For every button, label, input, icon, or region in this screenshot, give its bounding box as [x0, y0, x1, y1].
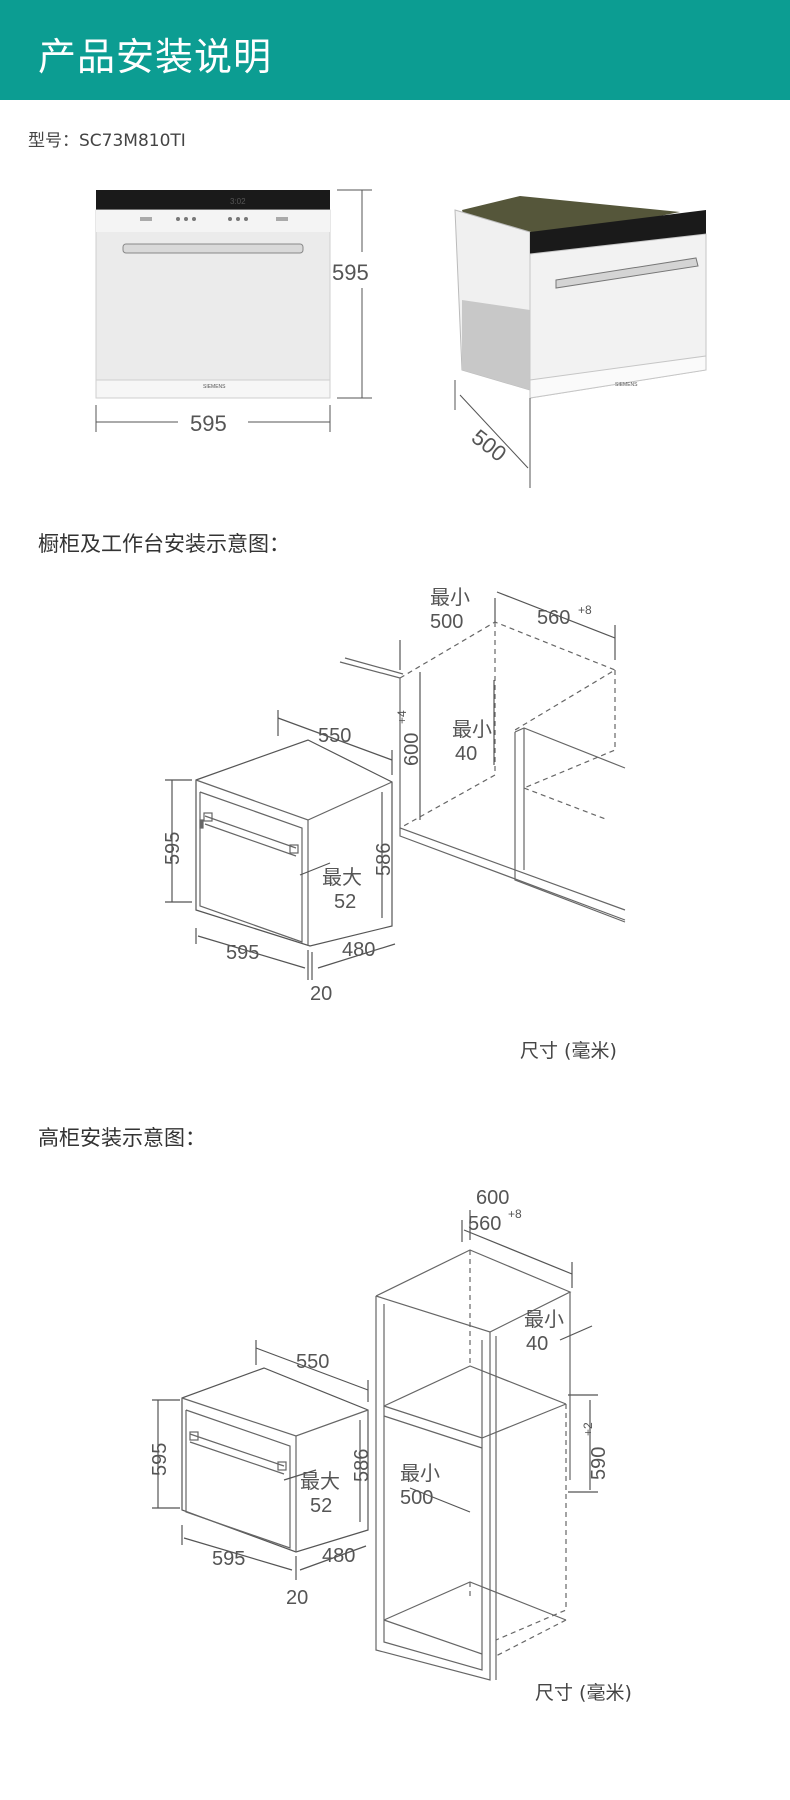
label-niche-height-tolerance-2: +2: [581, 1422, 595, 1436]
label-min-40-title-2: 最小: [524, 1308, 564, 1331]
unit-label-tall-cabinet: 尺寸 (毫米): [535, 1682, 632, 1704]
label-niche-width-tolerance: +8: [578, 603, 592, 617]
label-min-40-title: 最小: [452, 718, 492, 741]
product-views: 3:02 SIEMENS 595 595 SIEMENS: [95, 189, 707, 488]
label-min-500-title-2: 最小: [400, 1462, 440, 1485]
label-min-500-title: 最小: [430, 586, 470, 609]
tall-cabinet-install-diagram: 600 560 +8 最小 40 590 +2 550 595 586 最大 5…: [149, 1187, 610, 1681]
label-front-thickness: 20: [310, 983, 332, 1005]
label-max-52-value: 52: [334, 891, 356, 913]
model-label: 型号：SC73M810TI: [28, 131, 186, 151]
label-niche-height-tolerance: +4: [395, 710, 409, 724]
label-oven-body-depth-2: 480: [322, 1545, 355, 1567]
label-niche-width-2: 560: [468, 1213, 501, 1235]
label-min-500-value-2: 500: [400, 1487, 433, 1509]
front-width-label: 595: [190, 411, 227, 436]
brand-logo: SIEMENS: [203, 384, 226, 390]
label-cabinet-width: 600: [476, 1187, 509, 1209]
label-oven-depth-2: 550: [296, 1351, 329, 1373]
label-min-500-value: 500: [430, 611, 463, 633]
label-max-52-title: 最大: [322, 866, 362, 889]
label-oven-width: 595: [226, 942, 259, 964]
front-height-label: 595: [332, 260, 369, 285]
label-niche-width-tolerance-2: +8: [508, 1207, 522, 1221]
label-front-thickness-2: 20: [286, 1587, 308, 1609]
brand-logo-perspective: SIEMENS: [615, 382, 638, 388]
header-bar: 产品安装说明: [0, 0, 790, 100]
label-oven-inner-height-2: 586: [351, 1449, 373, 1482]
display-readout: 3:02: [230, 197, 246, 206]
front-view-dishwasher: 3:02 SIEMENS: [95, 190, 331, 399]
front-dimension-lines: [95, 189, 372, 432]
label-niche-height-2: 590: [588, 1447, 610, 1480]
label-oven-depth: 550: [318, 725, 351, 747]
label-min-40-value-2: 40: [526, 1333, 548, 1355]
perspective-view-dishwasher: SIEMENS: [454, 196, 707, 399]
label-oven-height: 595: [162, 832, 184, 865]
label-oven-height-2: 595: [149, 1443, 171, 1476]
cabinet-install-diagram: 最小 500 560 +8 600 +4 最小 40 550 595 586 最…: [162, 586, 626, 1005]
tall-cabinet: [375, 1249, 572, 1681]
perspective-dimension-lines: [454, 380, 531, 488]
oven-diagram: [195, 739, 393, 947]
worktop-edge: [339, 661, 626, 911]
niche-outline: [399, 621, 617, 829]
unit-label-cabinet: 尺寸 (毫米): [520, 1040, 617, 1062]
section-title-cabinet: 橱柜及工作台安装示意图：: [38, 532, 290, 556]
label-oven-body-depth: 480: [342, 939, 375, 961]
label-oven-width-2: 595: [212, 1548, 245, 1570]
oven-diagram-2: [181, 1367, 369, 1553]
label-niche-height: 600: [401, 733, 423, 766]
label-niche-width: 560: [537, 607, 570, 629]
dimension-lines: [165, 591, 616, 980]
label-max-52-value-2: 52: [310, 1495, 332, 1517]
page-title: 产品安装说明: [38, 35, 273, 79]
label-min-40-value: 40: [455, 743, 477, 765]
label-oven-inner-height: 586: [373, 843, 395, 876]
section-title-tall-cabinet: 高柜安装示意图：: [38, 1126, 206, 1150]
side-depth-label: 500: [467, 424, 511, 466]
dimension-lines-2: [152, 1210, 598, 1580]
label-max-52-title-2: 最大: [300, 1470, 340, 1493]
